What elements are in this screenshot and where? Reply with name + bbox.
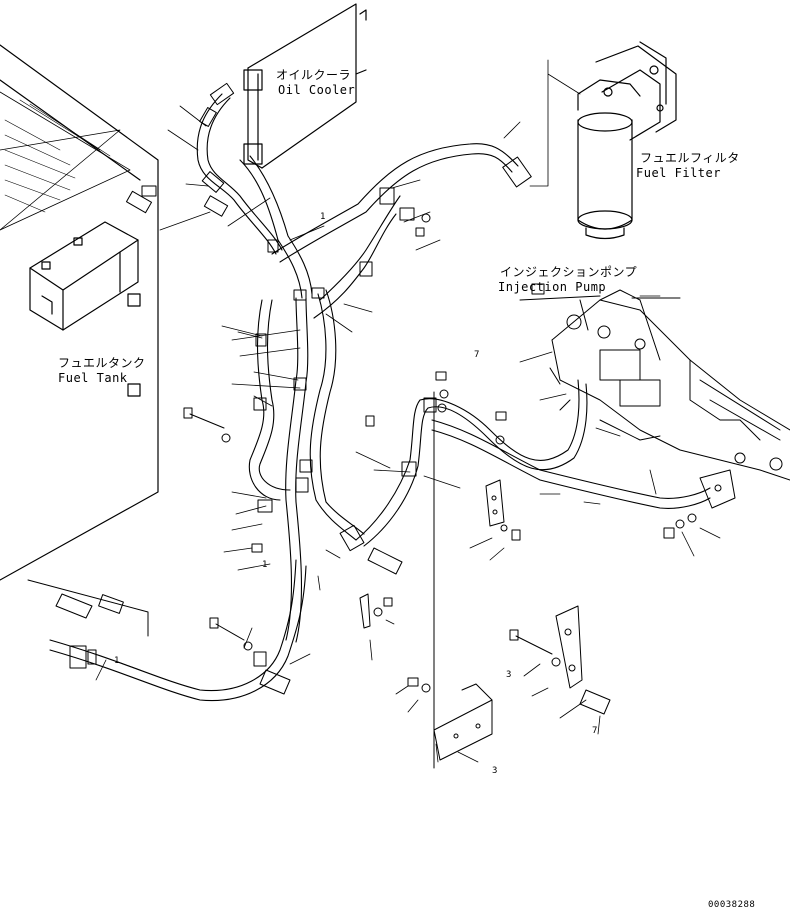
oil-cooler-label-en: Oil Cooler xyxy=(278,83,356,97)
drawing-code: 00038288 xyxy=(708,900,756,910)
fuel-filter xyxy=(577,41,677,240)
injection-pump-label-jp: インジェクションポンプ xyxy=(500,265,638,279)
fuel-filter-label-en: Fuel Filter xyxy=(636,166,721,180)
injection-pump-label-en: Injection Pump xyxy=(498,280,607,294)
fittings xyxy=(69,82,532,669)
fuel-tank-label-en: Fuel Tank xyxy=(58,371,128,385)
part-number: 1 xyxy=(114,656,120,666)
part-number: 1 xyxy=(262,560,268,570)
fuel-tank xyxy=(0,44,159,581)
brackets xyxy=(27,479,583,761)
part-number: 7 xyxy=(474,350,480,360)
injection-pump xyxy=(519,289,790,509)
spacers xyxy=(55,547,611,715)
leader-lines xyxy=(95,59,721,763)
part-number: 3 xyxy=(492,766,498,776)
fuel-tank-label-jp: フュエルタンク xyxy=(58,356,146,370)
fuel-hoses xyxy=(49,93,711,702)
bolts xyxy=(183,213,697,769)
tank-perforations xyxy=(4,99,111,213)
fuel-filter-label-jp: フュエルフィルタ xyxy=(640,151,740,165)
part-number: 1 xyxy=(320,212,326,222)
part-number: 7 xyxy=(592,726,598,736)
oil-cooler-label-jp: オイルクーラ xyxy=(276,68,352,82)
part-number: 3 xyxy=(506,670,512,680)
